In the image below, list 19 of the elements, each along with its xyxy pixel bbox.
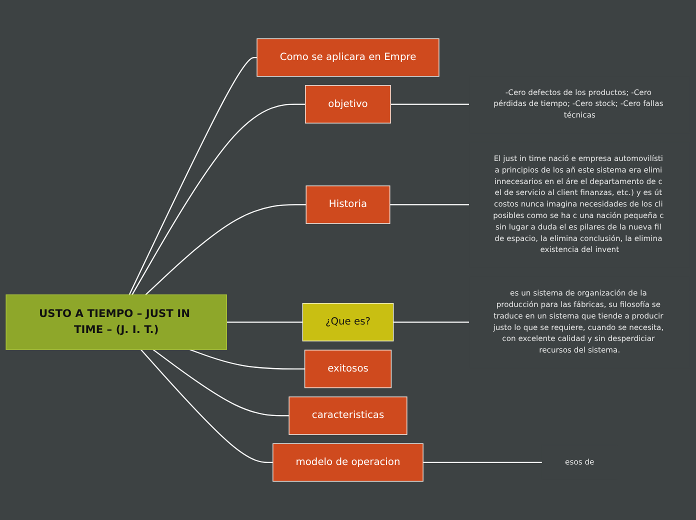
node-box: modelo de operacion bbox=[272, 443, 424, 482]
connector bbox=[190, 349, 305, 370]
connector bbox=[226, 322, 303, 323]
node-box: objetivo bbox=[304, 85, 392, 124]
connector bbox=[145, 204, 306, 296]
connector bbox=[423, 462, 542, 464]
node-box: caracteristicas bbox=[288, 396, 408, 435]
node-box: exitosos bbox=[304, 350, 392, 388]
connector bbox=[140, 349, 273, 464]
connector bbox=[132, 104, 306, 296]
node-box: Historia bbox=[306, 185, 390, 224]
node-box: ¿Que es? bbox=[302, 302, 394, 342]
connector bbox=[152, 349, 290, 416]
connector bbox=[393, 322, 470, 323]
node-box: USTO A TIEMPO – JUST IN TIME – (J. I. T.) bbox=[6, 294, 227, 350]
connector bbox=[390, 104, 470, 105]
connector bbox=[390, 204, 470, 206]
node-box: Como se aplicara en Empre bbox=[256, 38, 440, 77]
connector bbox=[128, 56, 258, 296]
